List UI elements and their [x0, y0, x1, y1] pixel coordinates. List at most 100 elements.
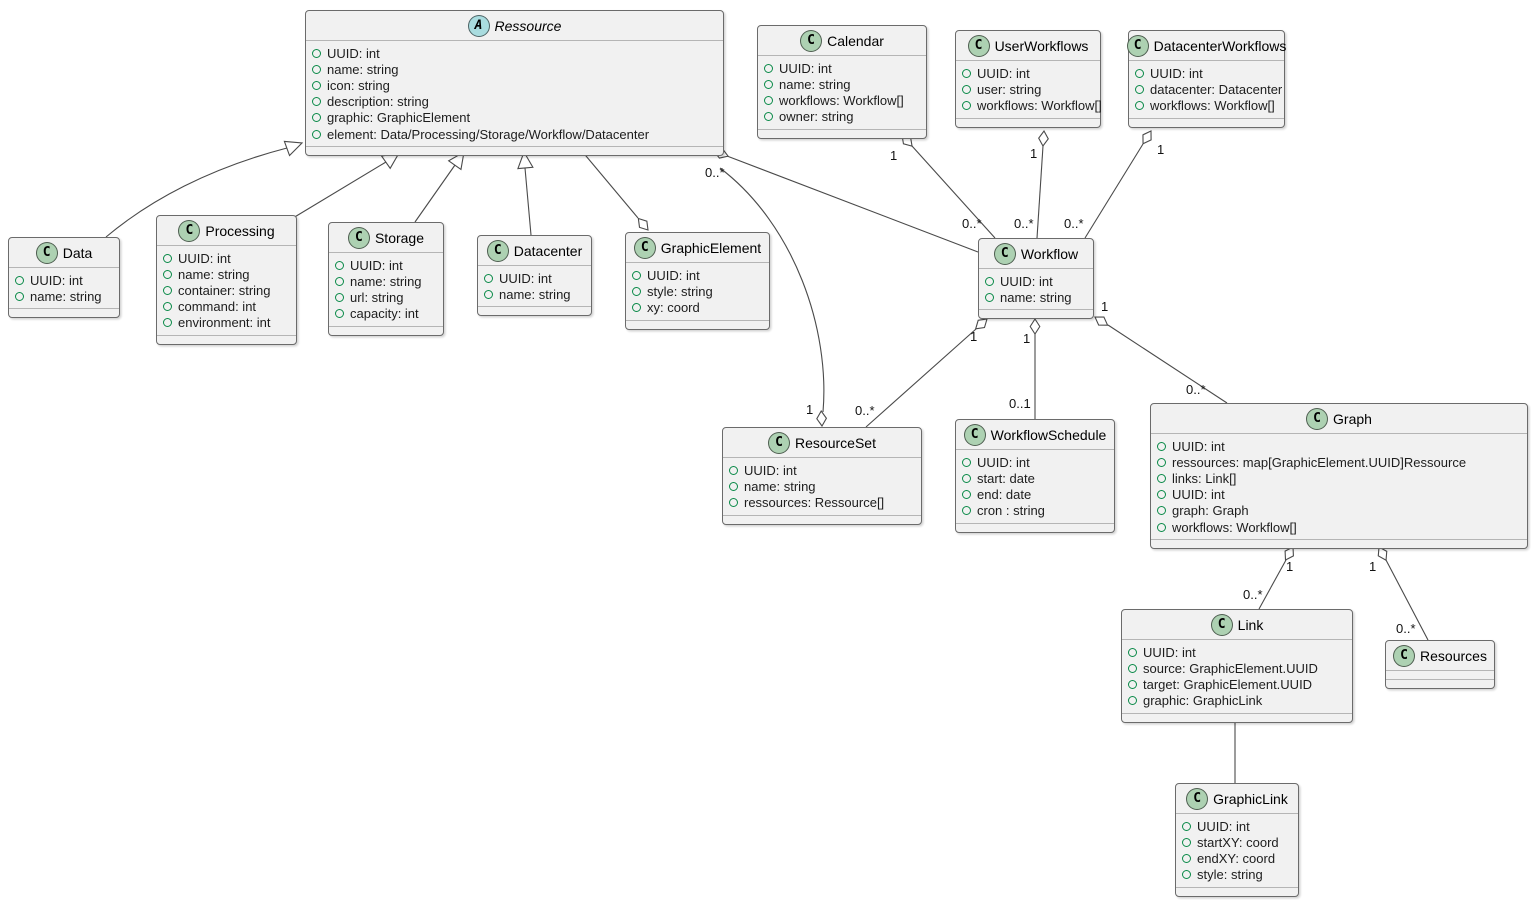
field-visibility-icon	[1157, 506, 1166, 516]
field-visibility-icon	[962, 506, 971, 516]
attribute-row: UUID: int	[962, 65, 1093, 81]
field-visibility-icon	[632, 286, 641, 296]
attribute-row: command: int	[163, 299, 289, 315]
attribute-text: UUID: int	[178, 250, 231, 266]
class-icon: C	[633, 236, 656, 259]
methods-compartment	[626, 319, 769, 329]
attribute-row: name: string	[484, 286, 584, 302]
class-name: Workflow	[1020, 245, 1079, 262]
methods-compartment	[758, 128, 926, 138]
class-icon: C	[963, 423, 986, 446]
attribute-text: UUID: int	[779, 60, 832, 76]
field-visibility-icon	[1128, 679, 1137, 689]
attribute-text: UUID: int	[744, 462, 797, 478]
attribute-text: datacenter: Datacenter	[1150, 81, 1283, 97]
class-name: WorkflowSchedule	[990, 426, 1107, 443]
multiplicity-label: 0..1	[1009, 396, 1031, 411]
multiplicity-label: 0..*	[705, 165, 725, 180]
attribute-text: icon: string	[327, 77, 390, 93]
attribute-text: cron : string	[977, 503, 1045, 519]
multiplicity-label: 1	[1101, 299, 1108, 314]
attribute-row: cron : string	[962, 503, 1107, 519]
multiplicity-label: 1	[1030, 146, 1037, 161]
class-name: GraphicElement	[660, 239, 762, 256]
multiplicity-label: 0..*	[1243, 587, 1263, 602]
field-visibility-icon	[312, 97, 321, 107]
methods-compartment	[1386, 679, 1494, 688]
field-visibility-icon	[1182, 853, 1191, 863]
attribute-text: UUID: int	[499, 270, 552, 286]
edge-calendar-aggregates-workflow	[911, 145, 996, 239]
attribute-text: UUID: int	[977, 65, 1030, 81]
attribute-text: target: GraphicElement.UUID	[1143, 676, 1313, 692]
field-visibility-icon	[632, 302, 641, 312]
attribute-text: UUID: int	[1000, 273, 1053, 289]
edge-data-extends-ressource	[105, 147, 288, 238]
field-visibility-icon	[163, 302, 172, 312]
attribute-text: owner: string	[779, 109, 854, 125]
attribute-row: workflows: Workflow[]	[962, 97, 1102, 113]
field-visibility-icon	[632, 270, 641, 280]
attribute-row: UUID: int	[1128, 644, 1345, 660]
attribute-row: UUID: int	[729, 462, 914, 478]
diamond-marker-icon	[1142, 130, 1152, 145]
attribute-row: graph: Graph	[1157, 503, 1520, 519]
attribute-row: UUID: int	[985, 273, 1086, 289]
attribute-row: start: date	[962, 470, 1107, 486]
attribute-row: UUID: int	[163, 250, 289, 266]
methods-compartment	[329, 325, 443, 335]
field-visibility-icon	[1157, 490, 1166, 500]
attribute-row: container: string	[163, 282, 289, 298]
field-visibility-icon	[312, 80, 321, 90]
attribute-text: UUID: int	[30, 272, 83, 288]
edge-ressource-aggregates-workflow	[726, 155, 979, 253]
field-visibility-icon	[764, 95, 773, 105]
field-visibility-icon	[1135, 84, 1144, 94]
attribute-text: end: date	[977, 486, 1032, 502]
field-visibility-icon	[163, 269, 172, 279]
attribute-text: description: string	[327, 94, 429, 110]
multiplicity-label: 0..*	[1014, 216, 1034, 231]
attribute-text: startXY: coord	[1197, 834, 1279, 850]
attribute-text: start: date	[977, 470, 1035, 486]
field-visibility-icon	[163, 318, 172, 328]
attribute-text: UUID: int	[1143, 644, 1196, 660]
multiplicity-label: 1	[806, 402, 813, 417]
field-visibility-icon	[962, 473, 971, 483]
methods-compartment	[956, 522, 1114, 532]
attribute-row: name: string	[764, 76, 919, 92]
class-icon: C	[1186, 787, 1209, 810]
attribute-text: UUID: int	[1172, 438, 1225, 454]
field-visibility-icon	[15, 291, 24, 301]
attribute-row: UUID: int	[15, 272, 112, 288]
attribute-text: ressources: Ressource[]	[744, 494, 885, 510]
